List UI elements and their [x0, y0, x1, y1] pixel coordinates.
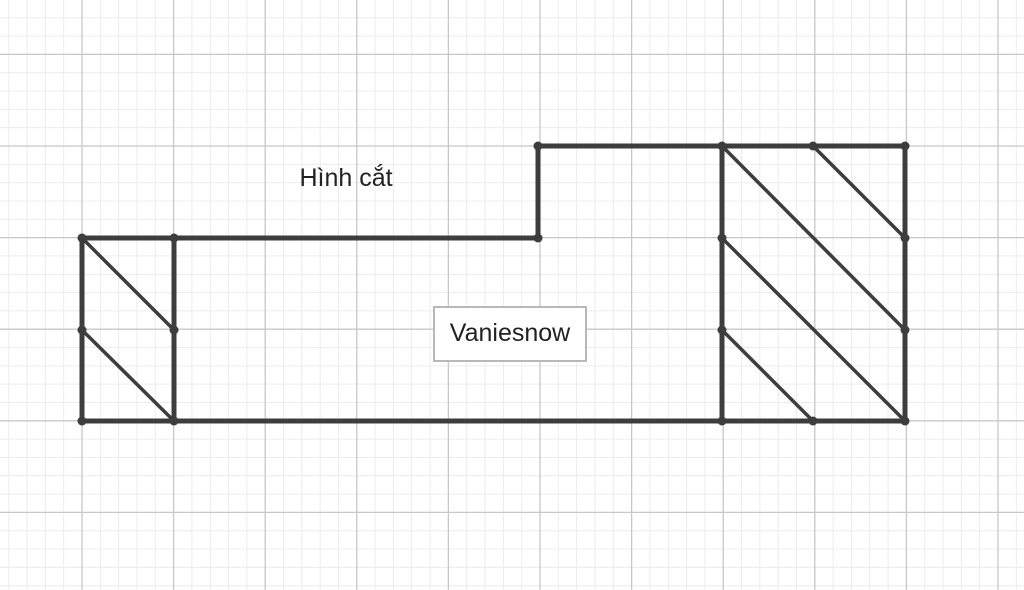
vertex-dot [169, 416, 179, 426]
vertex-dot [169, 233, 179, 243]
vertex-dot [717, 141, 727, 151]
watermark-text: Vaniesnow [450, 319, 571, 347]
vertex-dot [717, 416, 727, 426]
hatch-line [720, 236, 907, 423]
vertex-dot [77, 416, 87, 426]
vertex-dot [533, 141, 543, 151]
hatch-line [720, 328, 815, 423]
watermark: Vaniesnow [433, 306, 587, 362]
vertex-dot [169, 325, 179, 335]
vertex-dot [808, 141, 818, 151]
hatch-line [80, 328, 176, 423]
outline [79, 143, 908, 424]
vertex-dot [900, 325, 910, 335]
hatch-line [720, 144, 907, 332]
watermark-box [433, 306, 587, 362]
vertex-dot [717, 325, 727, 335]
vertex-points [77, 141, 910, 426]
vertex-dot [77, 233, 87, 243]
section-drawing [77, 141, 910, 426]
hatch-line [811, 144, 907, 240]
vertex-dot [808, 416, 818, 426]
vertex-dot [77, 325, 87, 335]
hatch-line [80, 236, 176, 332]
section-label: Hình cắt [299, 163, 392, 192]
vertex-dot [900, 141, 910, 151]
vertex-dot [533, 233, 543, 243]
vertex-dot [900, 416, 910, 426]
vertex-dot [717, 233, 727, 243]
vertex-dot [900, 233, 910, 243]
